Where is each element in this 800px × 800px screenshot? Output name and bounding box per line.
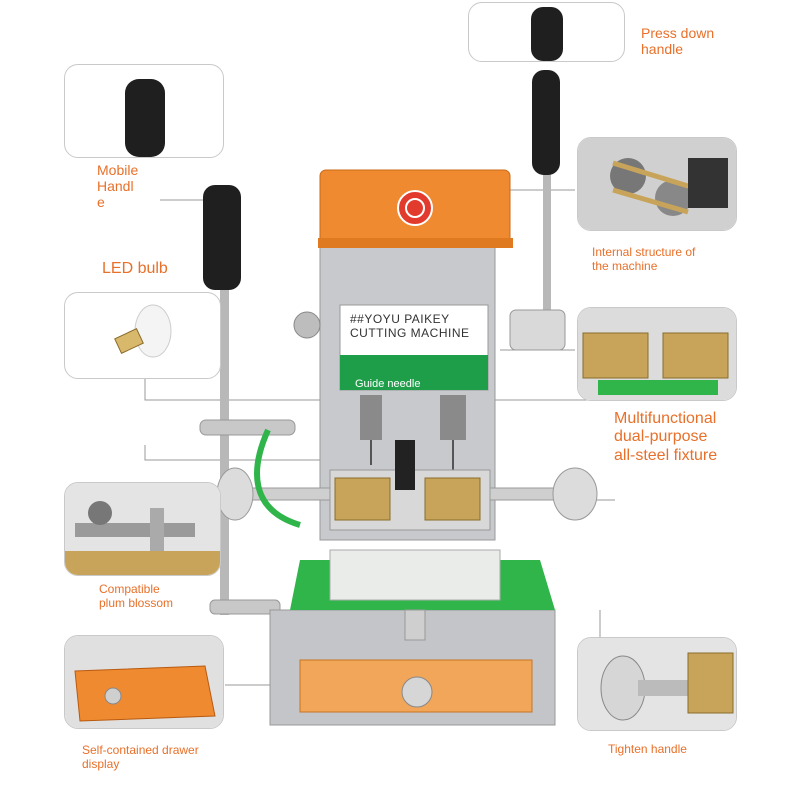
led-bulb-label: LED bulb	[102, 260, 168, 277]
guide-needle-label: Guide needle	[355, 378, 421, 390]
fixture-detail-image	[65, 483, 220, 575]
tighten-handle-inset	[577, 637, 737, 731]
drawer-image	[65, 636, 223, 728]
led-bulb-image	[114, 304, 172, 358]
tighten-handle-image	[578, 638, 736, 730]
multifunctional-fixture-label: Multifunctional dual-purpose all-steel f…	[614, 410, 718, 464]
handle-knob-image	[125, 79, 165, 157]
drawer-display-label: Self-contained drawer display	[82, 743, 199, 771]
plate-title-line2: CUTTING MACHINE	[350, 326, 470, 340]
press-down-handle-label: Press down handle	[641, 25, 715, 58]
internal-structure-label: Internal structure of the machine	[592, 245, 696, 273]
mobile-handle-inset	[64, 64, 224, 158]
plate-title-line1: ##YOYU PAIKEY	[350, 312, 450, 326]
tighten-handle-label: Tighten handle	[608, 742, 687, 756]
handle-knob-image	[531, 7, 563, 61]
drawer-inset	[64, 635, 224, 729]
press-handle-inset	[468, 2, 625, 62]
brass-fixture-image	[578, 308, 736, 400]
led-bulb-inset	[64, 292, 221, 379]
fixture-inset	[577, 307, 737, 401]
compatible-plum-label: Compatible plum blossom	[99, 582, 174, 610]
internal-mechanism-image	[578, 138, 736, 230]
mobile-handle-label: Mobile Handl e	[97, 162, 139, 211]
internal-structure-inset	[577, 137, 737, 231]
plum-blossom-inset	[64, 482, 221, 576]
